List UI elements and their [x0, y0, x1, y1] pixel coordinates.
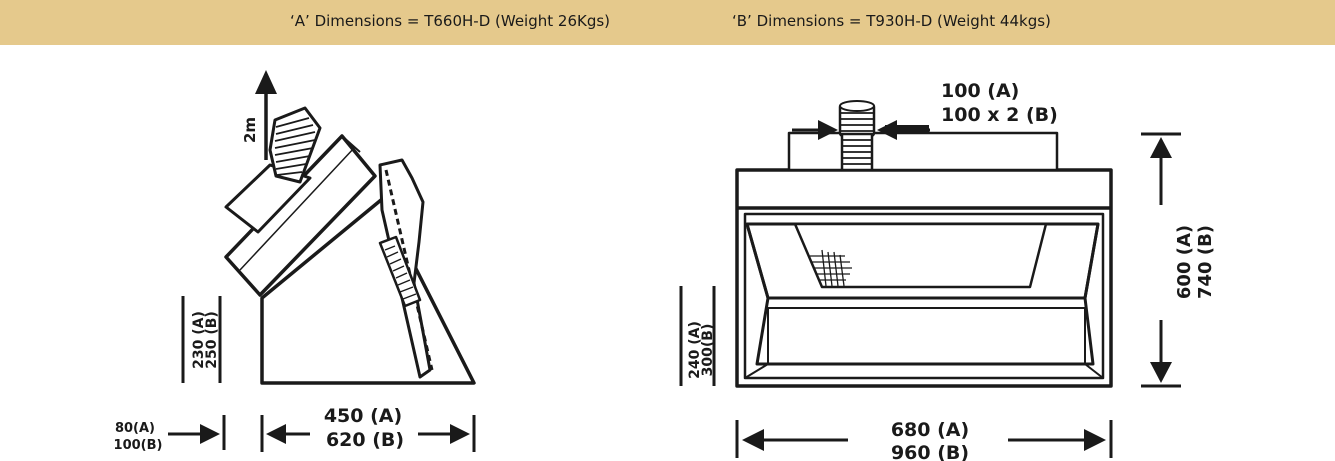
side-height-b-label: 250 (B): [204, 311, 220, 369]
front-bottom-dim: [679, 286, 716, 386]
duct-size-a-label: 100 (A): [941, 80, 1019, 102]
front-height-dim: [1141, 132, 1181, 388]
side-height-dim: [181, 296, 222, 383]
airflow-arrow: [255, 70, 277, 160]
front-width-b-label: 960 (B): [891, 442, 969, 461]
front-width-a-label: 680 (A): [891, 419, 969, 441]
front-duct: [838, 100, 876, 172]
fan-box: [224, 163, 312, 234]
dimensions-a-label: ‘A’ Dimensions = T660H-D (Weight 26Kgs): [290, 12, 611, 30]
header-band: ‘A’ Dimensions = T660H-D (Weight 26Kgs) …: [0, 0, 1335, 45]
side-depth-dim: [260, 415, 476, 452]
side-depth-a-label: 450 (A): [324, 405, 402, 427]
filter-panel: [793, 222, 1048, 289]
front-height-b-label: 740 (B): [1195, 225, 1216, 299]
front-width-dim: [735, 420, 1113, 458]
side-offset-dim: [168, 415, 226, 450]
side-offset-b-label: 100(B): [114, 438, 163, 453]
side-offset-a-label: 80(A): [115, 421, 155, 436]
filter-mesh: [810, 249, 852, 287]
flex-duct: [268, 106, 322, 184]
dimensions-b-label: ‘B’ Dimensions = T930H-D (Weight 44kgs): [732, 12, 1051, 30]
front-height-a-label: 600 (A): [1174, 225, 1195, 299]
canopy-bottom: [755, 296, 1095, 366]
front-bottom-a-label: 240 (A): [687, 321, 703, 379]
side-depth-b-label: 620 (B): [326, 429, 404, 451]
duct-width-arrows: [792, 120, 930, 140]
side-view: [168, 70, 476, 452]
side-height-a-label: 230 (A): [191, 311, 207, 369]
front-fan-box: [787, 131, 1059, 172]
front-view: [679, 100, 1181, 458]
duct-size-b-label: 100 x 2 (B): [941, 104, 1058, 126]
filter-grille: [378, 235, 422, 308]
front-bottom-b-label: 300(B): [700, 324, 716, 377]
arrow-length-label: 2m: [241, 117, 259, 143]
